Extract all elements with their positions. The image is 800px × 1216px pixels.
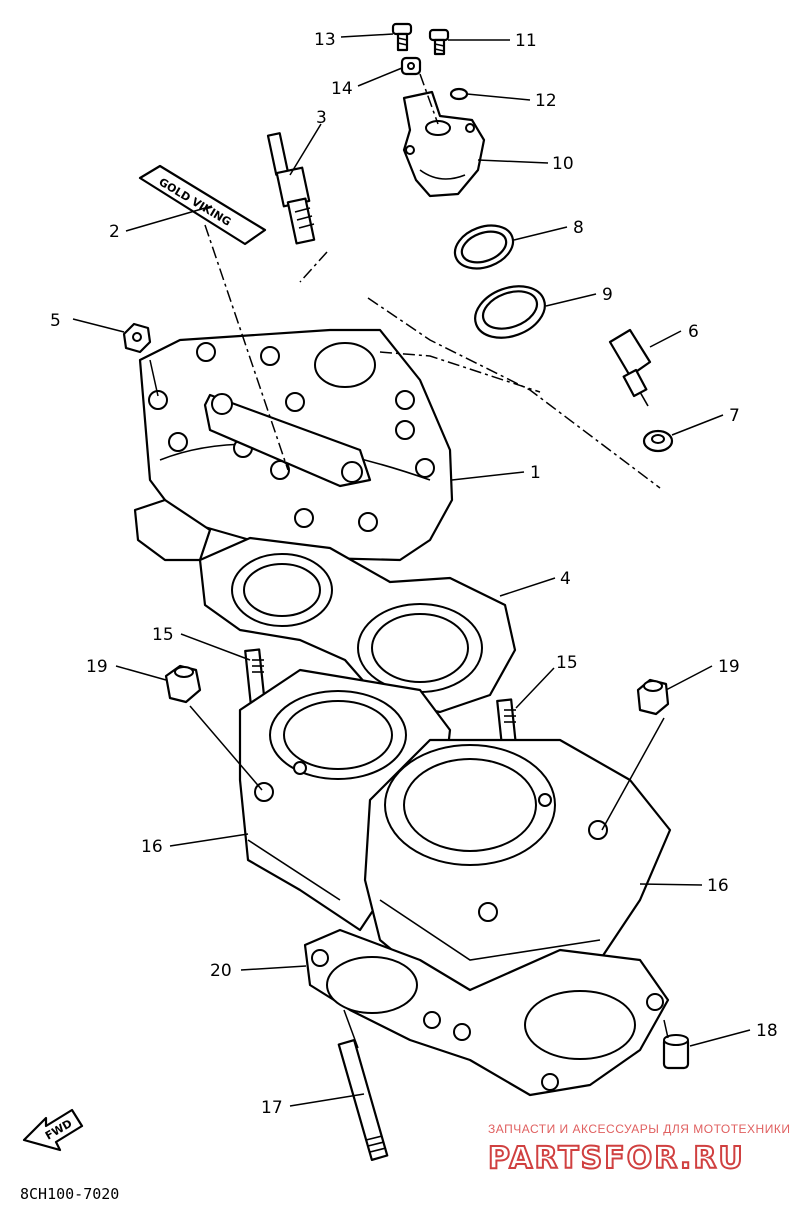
watermark-tagline: ЗАПЧАСТИ И АКСЕССУАРЫ ДЛЯ МОТОТЕХНИКИ: [488, 1122, 790, 1136]
nut-19-right: [636, 678, 670, 716]
callout-5: 5: [50, 311, 61, 331]
callout-2: 2: [109, 222, 120, 242]
washer-14: [400, 56, 422, 76]
callout-8: 8: [573, 218, 584, 238]
nut-5: [122, 322, 152, 354]
bolt-13: [391, 22, 413, 52]
dowel-18: [662, 1034, 690, 1070]
washer-7: [642, 429, 674, 453]
spark-plug-3: [266, 132, 316, 245]
emblem-text: GOLD VIKING: [156, 175, 233, 228]
callout-16-left: 16: [141, 837, 163, 857]
thermostat-cover-10: [402, 90, 486, 198]
callout-1: 1: [530, 463, 541, 483]
o-ring-8: [453, 224, 515, 270]
thermostat-9: [474, 285, 546, 339]
callout-19-left: 19: [86, 657, 108, 677]
nut-19-left: [164, 664, 202, 704]
watermark: ЗАПЧАСТИ И АКСЕССУАРЫ ДЛЯ МОТОТЕХНИКИ PA…: [487, 1122, 790, 1177]
bolt-11: [428, 28, 450, 56]
callout-20: 20: [210, 961, 232, 981]
callout-16-right: 16: [707, 876, 729, 896]
washer-12: [449, 87, 469, 101]
watermark-site: PARTSFOR.RU: [488, 1141, 745, 1176]
head-gasket-4: [198, 536, 517, 714]
callout-19-right: 19: [718, 657, 740, 677]
assembly-lines: [149, 73, 669, 1049]
callout-12: 12: [535, 91, 557, 111]
callout-3: 3: [316, 108, 327, 128]
cylinder-head-1: [133, 328, 454, 562]
callout-9: 9: [602, 285, 613, 305]
part-code: 8CH100-7020: [20, 1185, 119, 1203]
callout-labels: 1 2 3 4 5 6 7 8 9 10 11 12 13 14 15 15 1…: [50, 30, 778, 1118]
callout-4: 4: [560, 569, 571, 589]
callout-17: 17: [261, 1098, 283, 1118]
temp-sensor-6: [608, 328, 652, 407]
callout-7: 7: [729, 406, 740, 426]
callout-11: 11: [515, 31, 537, 51]
callout-15-right: 15: [556, 653, 578, 673]
callout-13: 13: [314, 30, 336, 50]
emblem-2: GOLD VIKING: [138, 164, 267, 246]
leader-lines: [72, 33, 751, 1107]
head-bolt-holes: [148, 342, 435, 532]
callout-15-left: 15: [152, 625, 174, 645]
fwd-arrow: FWD: [22, 1108, 84, 1152]
callout-10: 10: [552, 154, 574, 174]
cylinder-16-right: [363, 738, 672, 1002]
callout-6: 6: [688, 322, 699, 342]
base-gasket-20: [303, 928, 670, 1097]
callout-18: 18: [756, 1021, 778, 1041]
stud-17: [337, 1039, 389, 1161]
callout-14: 14: [331, 79, 353, 99]
